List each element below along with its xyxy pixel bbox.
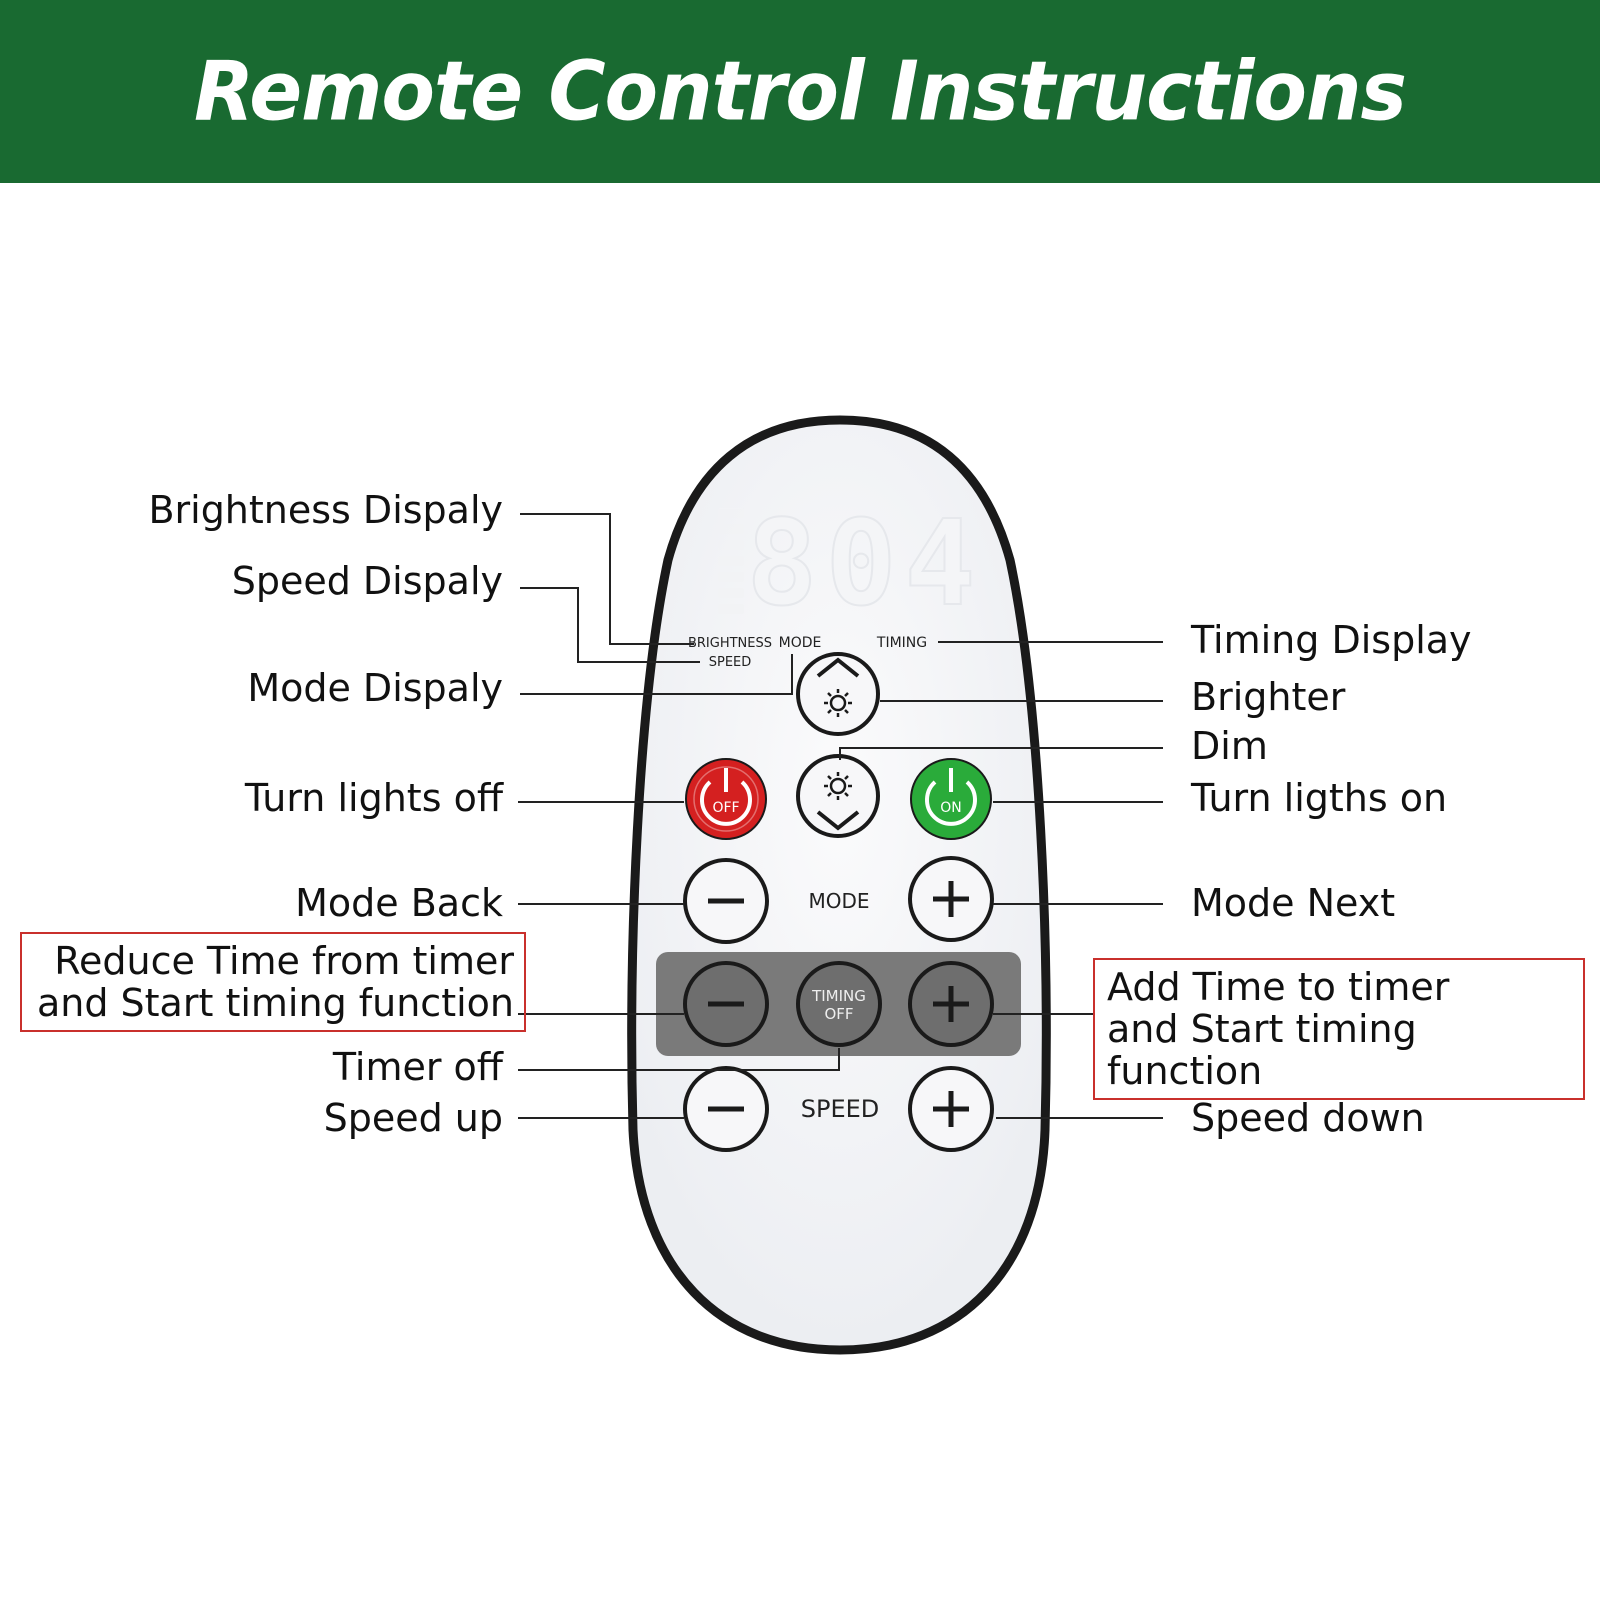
mode-row-label: MODE: [808, 889, 869, 913]
speed-row-label: SPEED: [801, 1095, 880, 1123]
leader-dim: [839, 747, 1163, 760]
sun-icon: [824, 689, 852, 717]
callout-timer-off: Timer off: [332, 1045, 503, 1089]
callout-add-time-line2: and Start timing function: [1107, 1007, 1417, 1093]
dim-button[interactable]: [796, 754, 880, 838]
off-button[interactable]: OFF: [685, 758, 767, 840]
header-banner: Remote Control Instructions: [0, 0, 1600, 183]
label-brightness: BRIGHTNESS: [688, 636, 772, 651]
timing-off-label-line1: TIMING: [811, 987, 866, 1005]
speed-plus-button[interactable]: [908, 1066, 994, 1152]
timer-minus-button[interactable]: [683, 961, 769, 1047]
callout-speed-up: Speed up: [323, 1096, 503, 1140]
callout-mode-next: Mode Next: [1191, 881, 1396, 925]
callout-mode-display: Mode Dispaly: [247, 666, 503, 710]
plus-icon: [933, 1091, 969, 1127]
on-button-label: ON: [940, 800, 962, 816]
callout-brightness-display: Brightness Dispaly: [148, 488, 503, 532]
callout-dim: Dim: [1191, 724, 1268, 768]
plus-icon: [933, 881, 969, 917]
callout-turn-lights-off: Turn lights off: [244, 776, 503, 820]
brighter-button[interactable]: [796, 652, 880, 736]
label-speed: SPEED: [709, 655, 752, 670]
callout-timing-display: Timing Display: [1191, 618, 1472, 662]
timing-off-button[interactable]: TIMING OFF: [796, 961, 882, 1047]
timing-off-label-line2: OFF: [824, 1005, 853, 1023]
power-icon: [925, 768, 977, 826]
page-title: Remote Control Instructions: [194, 44, 1407, 139]
display-digits: 804: [746, 494, 983, 632]
callout-brighter: Brighter: [1191, 675, 1346, 719]
leader-speed: [520, 587, 700, 663]
callout-speed-down: Speed down: [1191, 1096, 1425, 1140]
leader-mode: [520, 654, 793, 695]
callout-add-time-line1: Add Time to timer: [1107, 965, 1450, 1009]
callout-reduce-time-line2: and Start timing function: [36, 981, 514, 1025]
label-mode-display: MODE: [779, 635, 822, 651]
power-icon: [700, 768, 752, 826]
plus-icon: [933, 986, 969, 1022]
sun-icon: [824, 772, 852, 800]
mode-back-button[interactable]: [683, 858, 769, 944]
callout-reduce-time: Reduce Time from timer and Start timing …: [20, 932, 526, 1032]
label-timing-display: TIMING: [876, 635, 927, 651]
on-button[interactable]: ON: [910, 758, 992, 840]
callout-speed-display: Speed Dispaly: [231, 559, 503, 603]
callout-reduce-time-line1: Reduce Time from timer: [54, 939, 514, 983]
callout-turn-lights-on: Turn ligths on: [1191, 776, 1448, 820]
callout-add-time: Add Time to timer and Start timing funct…: [1093, 958, 1585, 1100]
mode-next-button[interactable]: [908, 856, 994, 942]
leader-brightness: [520, 513, 694, 645]
led-display: [718, 508, 744, 614]
leader-lines: [518, 513, 1163, 1119]
speed-minus-button[interactable]: [683, 1066, 769, 1152]
timer-plus-button[interactable]: [908, 961, 994, 1047]
callout-mode-back: Mode Back: [295, 881, 503, 925]
leader-timer-off: [518, 1048, 840, 1071]
off-button-label: OFF: [712, 800, 739, 816]
